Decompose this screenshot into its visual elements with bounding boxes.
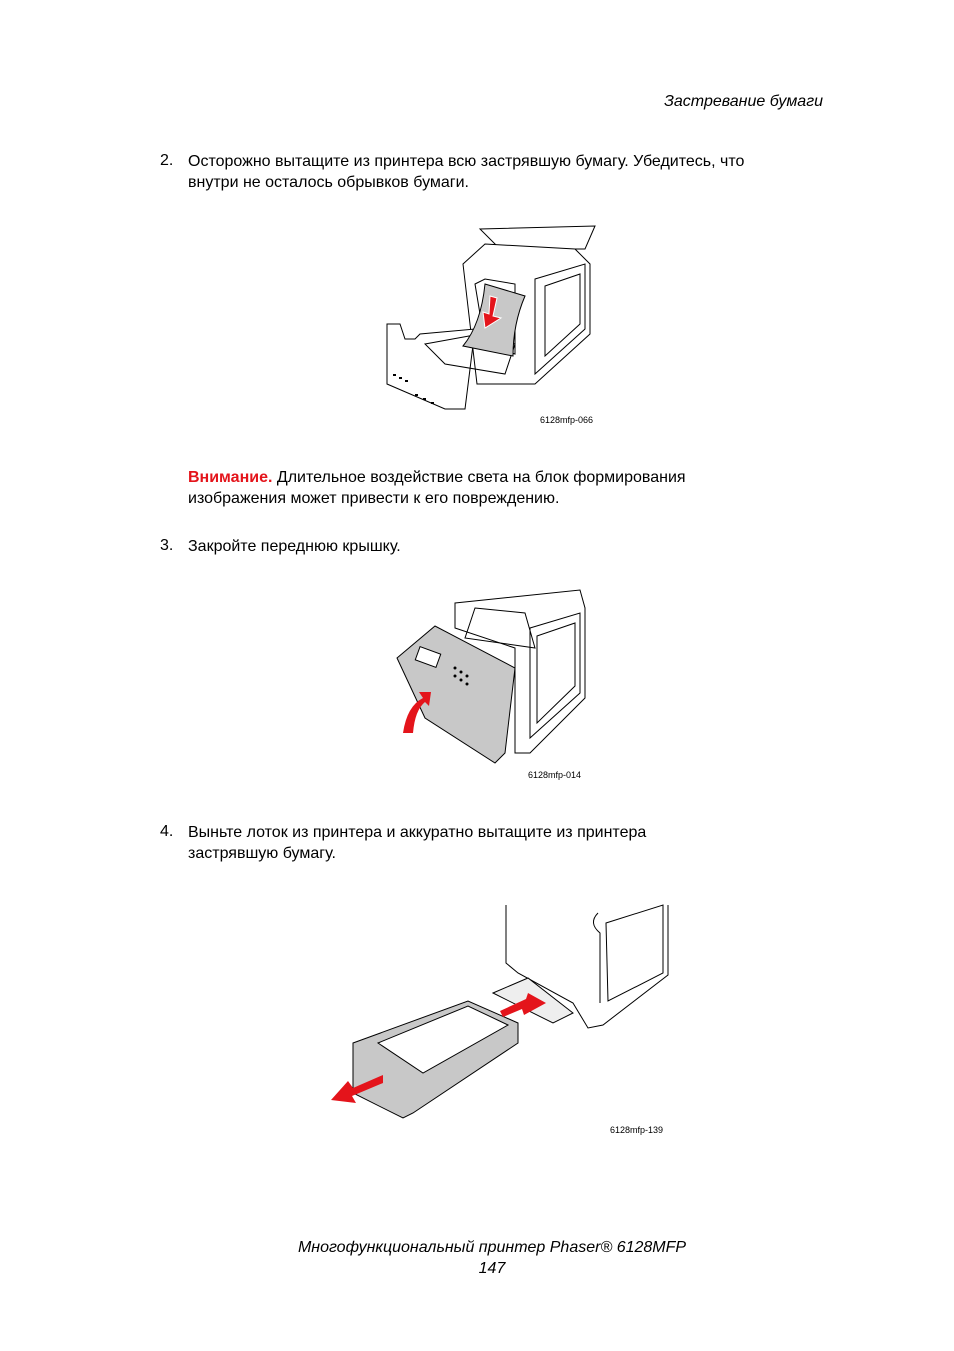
figure-remove-tray [331, 904, 669, 1119]
warning-note: Внимание. Длительное воздействие света н… [188, 467, 828, 509]
step-line: Выньте лоток из принтера и аккуратно выт… [188, 824, 647, 841]
step-text: Выньте лоток из принтера и аккуратно выт… [188, 822, 828, 864]
step-line: Закройте переднюю крышку. [188, 538, 401, 555]
page-number: 147 [478, 1260, 506, 1277]
step-line: Осторожно вытащите из принтера всю застр… [188, 153, 745, 170]
figure-remove-paper [386, 225, 596, 410]
step-line: застрявшую бумагу. [188, 845, 336, 862]
warning-label: Внимание. [188, 469, 273, 486]
figure-caption: 6128mfp-014 [528, 770, 582, 780]
step-number: 4. [160, 823, 174, 840]
warning-text: Длительное воздействие света на блок фор… [272, 469, 686, 486]
step-text: Закройте переднюю крышку. [188, 536, 828, 557]
step-text: Осторожно вытащите из принтера всю застр… [188, 151, 828, 193]
figure-caption: 6128mfp-066 [540, 415, 594, 425]
figure-caption: 6128mfp-139 [610, 1125, 664, 1135]
figure-close-cover [396, 589, 586, 764]
step-number: 3. [160, 537, 174, 554]
section-title: Застревание бумаги [664, 93, 823, 110]
footer-product: Многофункциональный принтер Phaser® 6128… [297, 1239, 687, 1256]
step-line: внутри не осталось обрывков бумаги. [188, 174, 469, 191]
warning-text: изображения может привести к его поврежд… [188, 490, 560, 507]
step-number: 2. [160, 152, 174, 169]
